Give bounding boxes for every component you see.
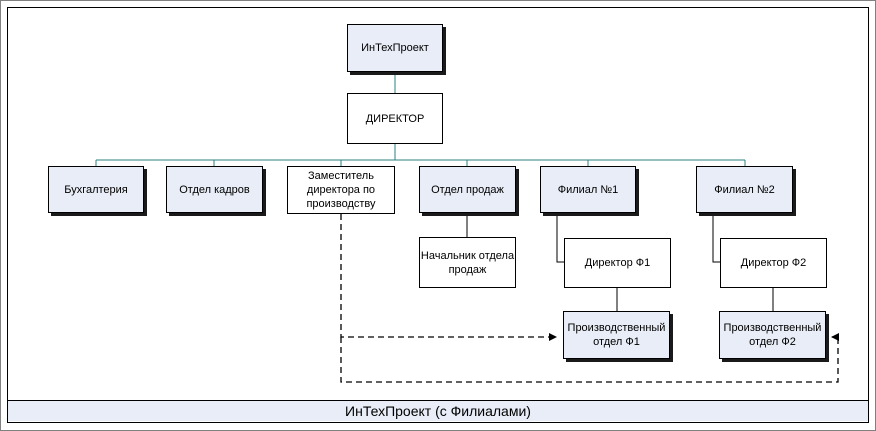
branch1-dir-link <box>556 213 564 263</box>
node-sales: Отдел продаж <box>419 166 516 213</box>
node-company: ИнТехПроект <box>347 24 443 72</box>
diagram-caption: ИнТехПроект (с Филиалами) <box>8 400 868 421</box>
node-branch-2: Филиал №2 <box>696 166 793 213</box>
node-hr: Отдел кадров <box>166 166 263 213</box>
node-director: ДИРЕКТОР <box>347 93 443 144</box>
node-production-f2: Производственный отдел Ф2 <box>719 311 826 359</box>
branch2-dir-link <box>712 213 720 263</box>
node-accounting: Бухгалтерия <box>48 166 144 213</box>
deputy-prodf2-dashed-link <box>340 333 839 383</box>
node-sales-head: Начальник отдела продаж <box>419 237 516 288</box>
node-deputy-director: Заместитель директора по производству <box>287 166 395 214</box>
node-director-f1: Директор Ф1 <box>564 238 671 288</box>
node-branch-1: Филиал №1 <box>540 166 636 213</box>
node-production-f1: Производственный отдел Ф1 <box>563 311 670 359</box>
node-director-f2: Директор Ф2 <box>720 238 827 288</box>
